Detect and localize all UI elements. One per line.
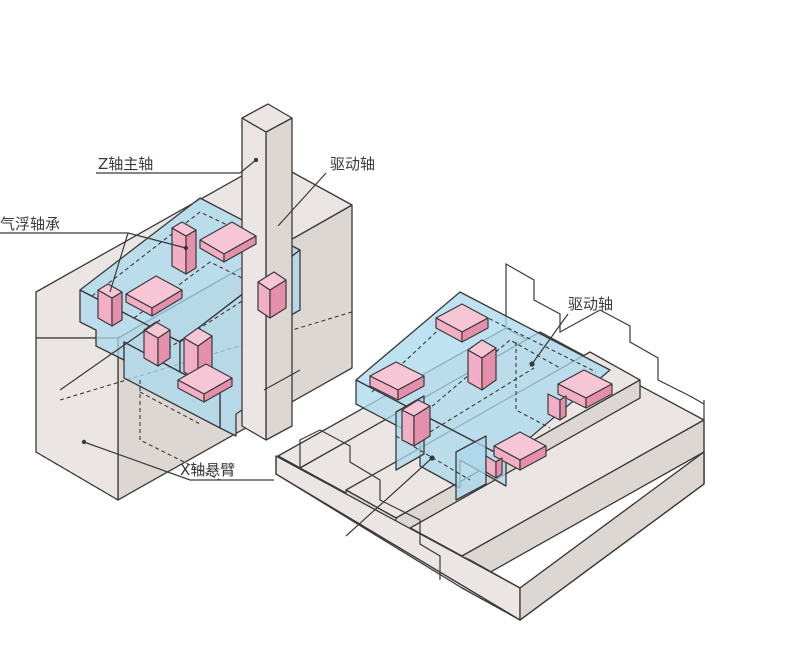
drive-shaft-right-lower-line (345, 457, 433, 537)
label-drive-shaft-left: 驱动轴 (330, 155, 375, 173)
carriage-column (123, 341, 221, 429)
right-hidden-3 (515, 342, 551, 429)
base-hidden-edge (35, 451, 119, 501)
carriage-hidden-3 (139, 380, 221, 481)
drive-shaft-left-leader (277, 172, 327, 227)
right-hidden-4 (429, 367, 535, 433)
z-spindle-top (241, 103, 293, 133)
drive-shaft-right-leader (531, 313, 569, 365)
rail-back-edges (505, 262, 705, 405)
z-spindle-leader (96, 159, 257, 174)
right-air-bearing-pads (369, 303, 613, 479)
drive-shaft-left-line (263, 369, 301, 391)
rail-outline (275, 400, 705, 621)
air-bearing-dot (183, 245, 189, 251)
x-cantilever-dot (81, 439, 87, 445)
right-assembly (275, 262, 705, 621)
rail-step-edges (299, 429, 441, 580)
label-z-spindle: Z轴主轴 (98, 155, 153, 173)
x-cantilever-leader (83, 441, 274, 481)
right-carriage-skirt-right (455, 435, 487, 501)
base-hidden-line (59, 311, 353, 401)
carriage-hidden-5 (139, 391, 201, 425)
label-x-cantilever: X轴悬臂 (180, 461, 235, 479)
base-block-front (35, 337, 119, 501)
drive-shaft-right-dot (529, 361, 535, 367)
right-hidden-2 (415, 339, 561, 421)
drive-shaft-right-lower-dot (429, 455, 435, 461)
carriage-pointer-line (59, 319, 161, 391)
z-spindle-dot (253, 157, 259, 163)
label-air-bearing: 气浮轴承 (0, 215, 60, 233)
air-bearing-leader-2 (127, 232, 187, 249)
left-air-bearing-pads (97, 221, 287, 403)
right-hidden-1 (371, 305, 597, 393)
carriage-hidden-1 (91, 211, 289, 297)
carriage-hidden-4 (149, 295, 251, 361)
left-assembly (0, 103, 353, 501)
label-drive-shaft-right: 驱动轴 (568, 295, 613, 313)
